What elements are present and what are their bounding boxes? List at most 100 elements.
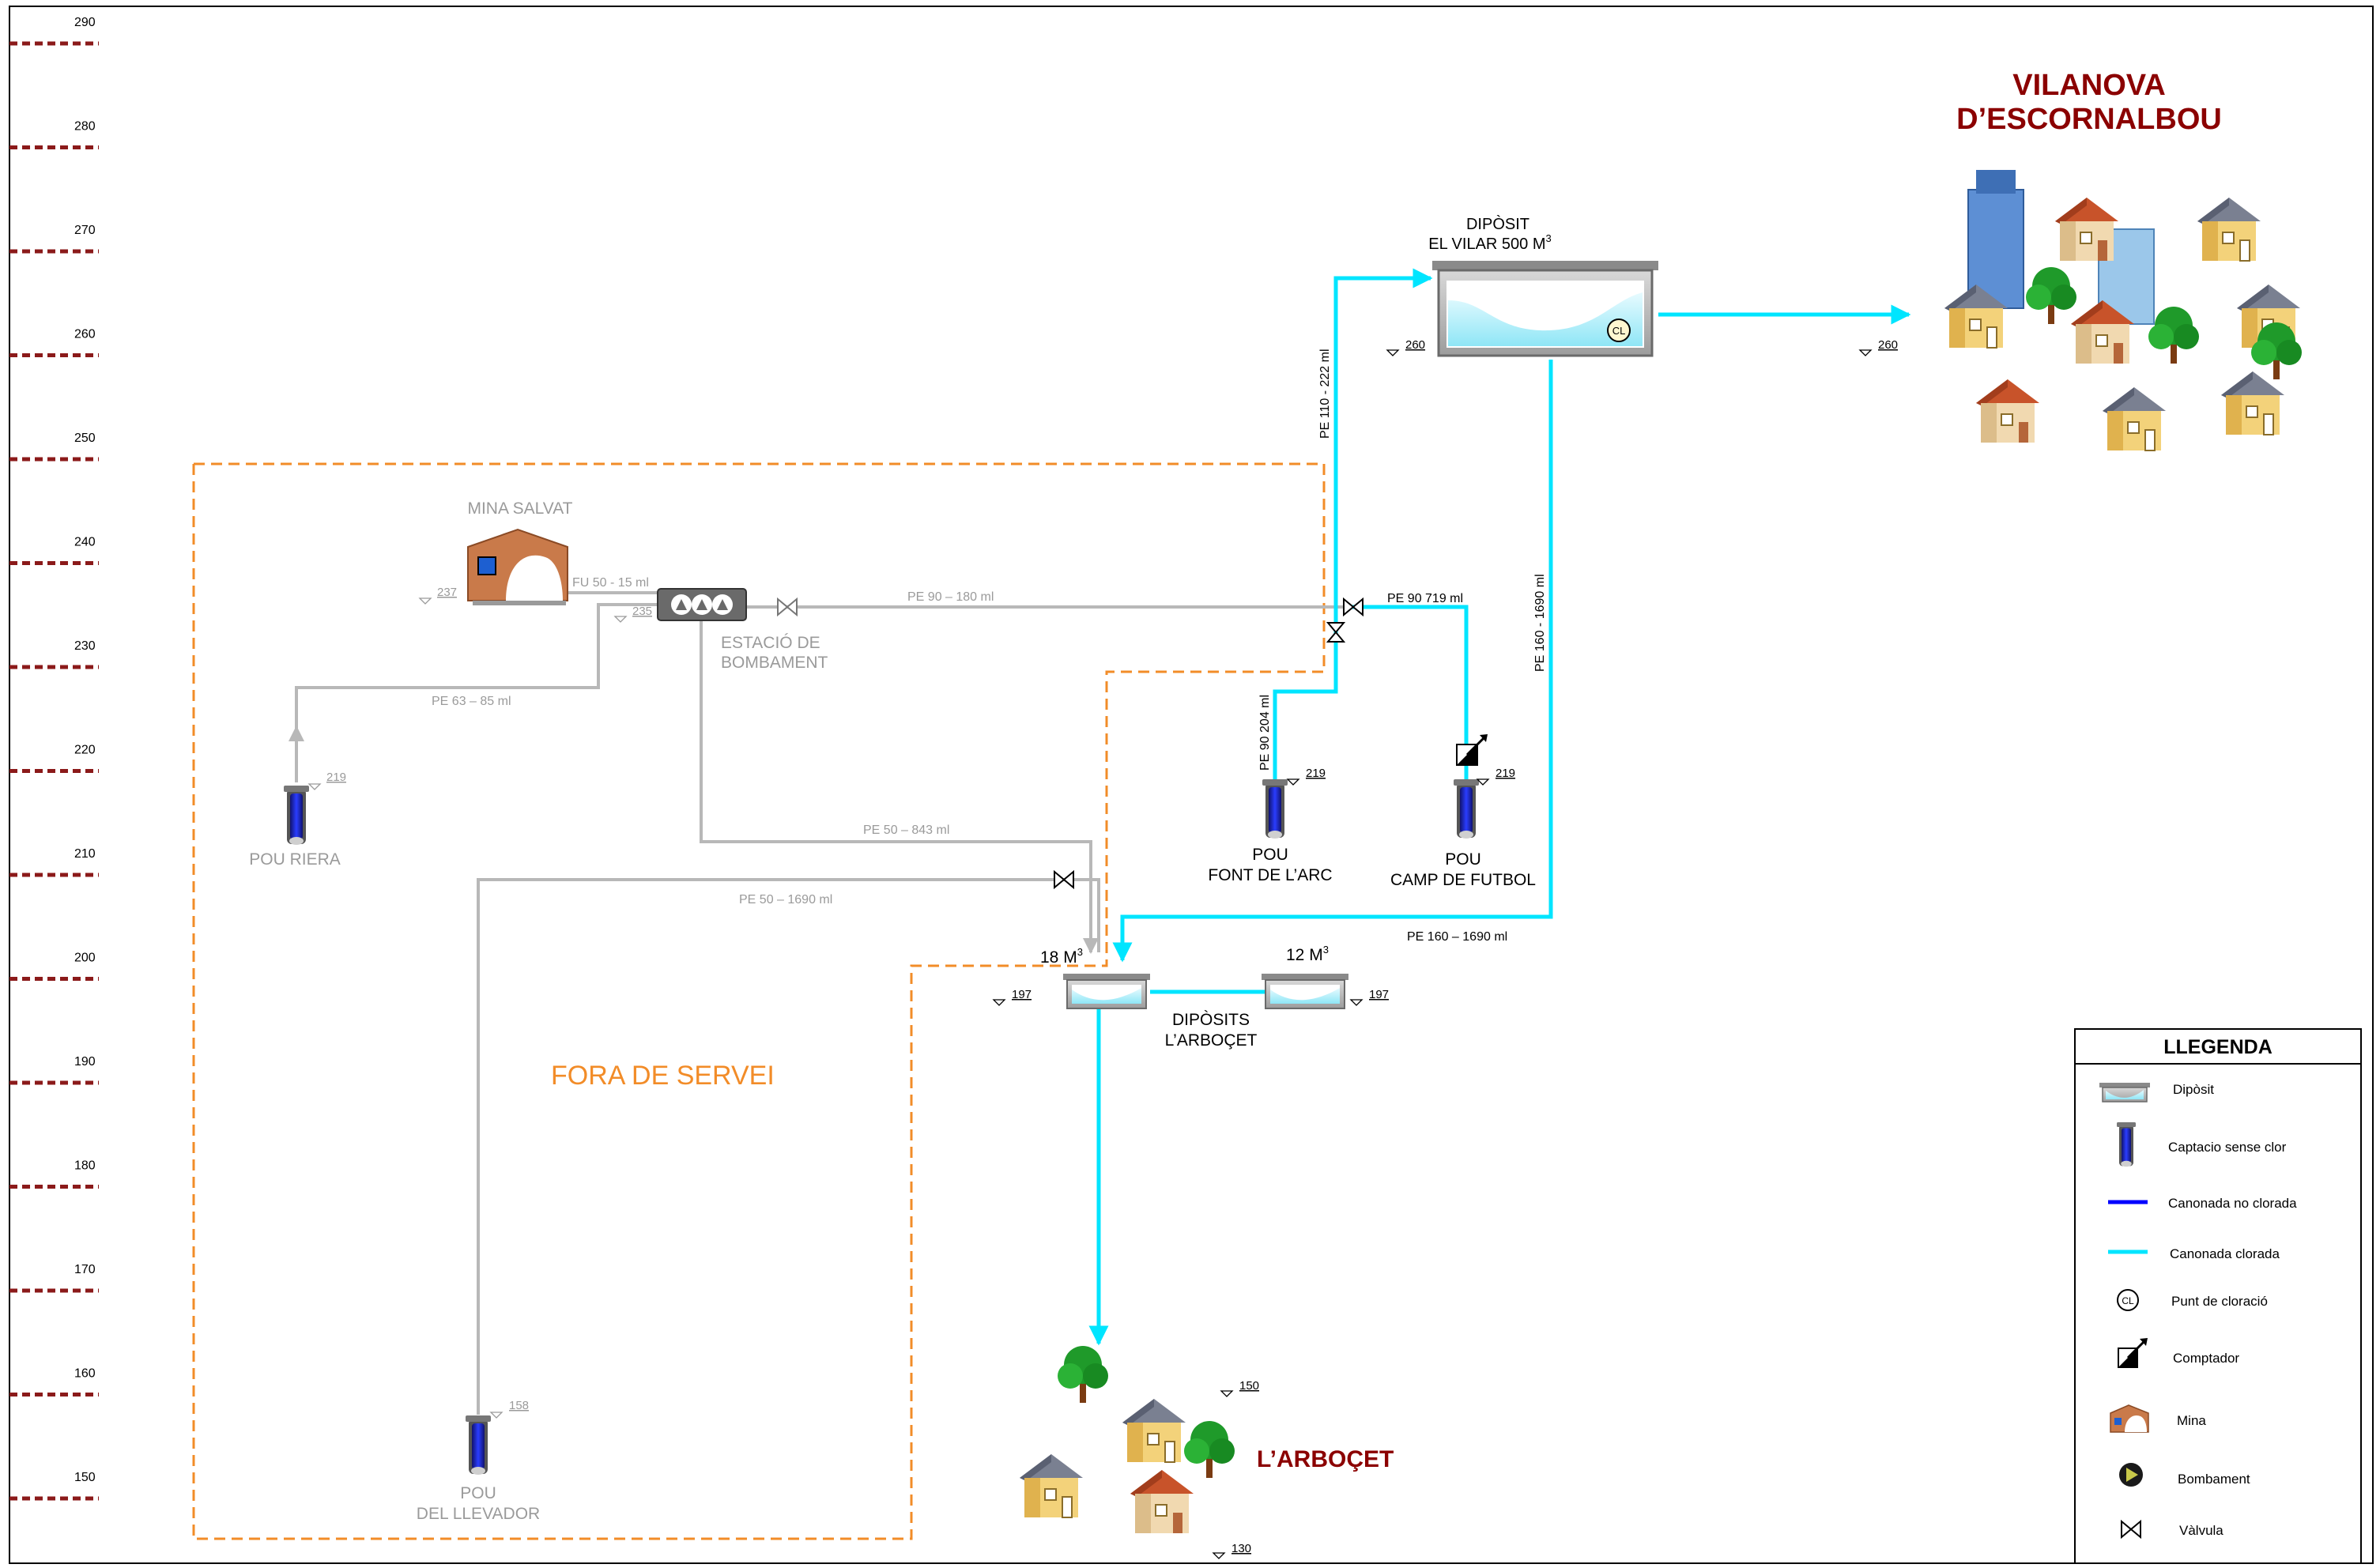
elevation-label: 180: [74, 1159, 96, 1173]
pipe-fu50-label: FU 50 - 15 ml: [572, 576, 649, 590]
tank-18m3: [1063, 974, 1150, 1009]
elevation-label: 260: [74, 328, 96, 341]
vilanova-label-line1: VILANOVA: [2012, 69, 2166, 102]
elevation-label: 170: [74, 1263, 96, 1276]
chlorination-point-icon: [1607, 318, 1631, 342]
pump-station-label-line2: BOMBAMENT: [721, 654, 828, 672]
legend-item-label: Punt de cloració: [2171, 1294, 2268, 1309]
tank-icon: [2099, 1083, 2150, 1102]
well-icon: [2117, 1122, 2136, 1167]
mina-salvat-label: MINA SALVAT: [467, 499, 572, 518]
out-of-service-label: FORA DE SERVEI: [551, 1061, 775, 1091]
chlorination-icon: CL: [2117, 1289, 2139, 1311]
svg-text:197: 197: [1369, 988, 1389, 1001]
elevation-marker-tank12: 197: [1350, 988, 1389, 1006]
elevation-label: 200: [74, 952, 96, 965]
legend: LLEGENDA Dipòsit Captacio sense clor Can…: [2074, 1028, 2362, 1564]
diposits-label-line1: DIPÒSITS: [1172, 1011, 1250, 1029]
svg-text:219: 219: [1306, 767, 1326, 780]
pump-station-label-line1: ESTACIÓ DE: [721, 634, 820, 652]
pipe-pe110-label: PE 110 - 222 ml: [1318, 349, 1332, 439]
elevation-marker-estacio: 235: [614, 605, 652, 623]
elevation-label: 190: [74, 1055, 96, 1069]
arbocet-label: L’ARBOÇET: [1257, 1446, 1394, 1472]
diagram-frame: [9, 6, 2374, 1564]
valve-icon: [1343, 598, 1364, 616]
svg-text:CL: CL: [2122, 1295, 2134, 1306]
elevation-label: 290: [74, 16, 96, 29]
elevation-marker-llevador: 158: [490, 1399, 529, 1419]
tank-18m3-label: 18 M3: [1040, 946, 1083, 967]
diposit-vilar-title: DIPÒSIT: [1466, 215, 1529, 233]
legend-item-label: Bombament: [2178, 1472, 2250, 1487]
legend-item-label: Comptador: [2173, 1351, 2239, 1366]
svg-text:130: 130: [1231, 1542, 1251, 1555]
legend-item-label: Dipòsit: [2173, 1082, 2214, 1097]
elevation-label: 270: [74, 224, 96, 237]
svg-text:219: 219: [326, 771, 346, 784]
pump-icon: [2119, 1463, 2143, 1487]
svg-text:150: 150: [1239, 1379, 1259, 1393]
legend-title: LLEGENDA: [2163, 1036, 2273, 1058]
valve-icon: [1054, 871, 1074, 888]
valve-icon: [1327, 622, 1345, 643]
elevation-label: 240: [74, 536, 96, 549]
pou-font-label-line1: POU: [1252, 846, 1288, 864]
meter-icon: [2118, 1338, 2148, 1368]
diposit-el-vilar: CL: [1432, 261, 1658, 357]
elevation-marker-vilar: 260: [1386, 338, 1425, 356]
well-riera-icon: [284, 786, 309, 845]
pipe-pe50-1690-label: PE 50 – 1690 ml: [739, 893, 832, 906]
pou-camp-label-line2: CAMP DE FUTBOL: [1390, 871, 1536, 889]
pou-llevador-label-line1: POU: [460, 1484, 496, 1502]
elevation-marker-mina: 237: [419, 586, 457, 605]
elevation-label: 230: [74, 639, 96, 653]
pipe-pe160-horizontal-label: PE 160 – 1690 ml: [1407, 930, 1507, 944]
elevation-label: 280: [74, 120, 96, 134]
legend-item-label: Captacio sense clor: [2168, 1140, 2287, 1155]
pou-llevador-label-line2: DEL LLEVADOR: [417, 1505, 540, 1523]
pipe-pe63-label: PE 63 – 85 ml: [432, 695, 511, 708]
pump-station: [657, 588, 747, 621]
pipe-pe90-204-label: PE 90 204 ml: [1258, 695, 1272, 771]
elevation-label: 160: [74, 1367, 96, 1381]
well-font-icon: [1262, 779, 1288, 839]
diposit-vilar-capacity: EL VILAR 500 M3: [1428, 232, 1551, 253]
legend-item-label: Canonada no clorada: [2168, 1196, 2297, 1211]
pipe-pe160-vertical-label: PE 160 - 1690 ml: [1533, 574, 1547, 672]
valve-icon: [777, 598, 798, 616]
svg-text:219: 219: [1496, 767, 1515, 780]
arbocet-town: [1019, 1346, 1235, 1534]
elevation-label: 250: [74, 432, 96, 445]
elevation-scale: 290 280 270 260 250 240 230 220 210 200 190 180 170 1…: [9, 16, 99, 1501]
elevation-label: 210: [74, 847, 96, 861]
svg-text:260: 260: [1405, 338, 1425, 352]
pou-font-label-line2: FONT DE L’ARC: [1208, 866, 1332, 884]
tank-12m3: [1262, 974, 1348, 1009]
svg-text:237: 237: [437, 586, 457, 599]
tank-12m3-label: 12 M3: [1286, 944, 1329, 964]
elevation-marker-camp: 219: [1477, 767, 1515, 786]
elevation-marker-arbocet-top: 150: [1220, 1379, 1259, 1397]
pipe-pe50-843-label: PE 50 – 843 ml: [863, 824, 949, 837]
pipe-pe90-180-label: PE 90 – 180 ml: [907, 590, 994, 604]
elevation-marker-arbocet-bottom: 130: [1213, 1542, 1251, 1559]
diposits-label-line2: L’ARBOÇET: [1165, 1031, 1258, 1050]
elevation-marker-font: 219: [1287, 767, 1326, 786]
legend-item-label: Vàlvula: [2179, 1523, 2223, 1538]
svg-text:235: 235: [632, 605, 652, 618]
legend-item-label: Mina: [2177, 1413, 2206, 1428]
elevation-label: 150: [74, 1471, 96, 1484]
chlorinated-pipes: [1088, 268, 1911, 1346]
pou-riera-label: POU RIERA: [249, 850, 341, 869]
svg-text:158: 158: [509, 1399, 529, 1412]
elevation-label: 220: [74, 744, 96, 757]
vilanova-label-line2: D’ESCORNALBOU: [1956, 103, 2222, 136]
mina-salvat: [467, 528, 568, 605]
well-llevador-icon: [466, 1415, 491, 1475]
pou-camp-label-line1: POU: [1445, 850, 1481, 869]
inactive-pipes: [295, 591, 1344, 1415]
vilanova-town: [1944, 170, 2302, 451]
svg-text:197: 197: [1012, 988, 1032, 1001]
